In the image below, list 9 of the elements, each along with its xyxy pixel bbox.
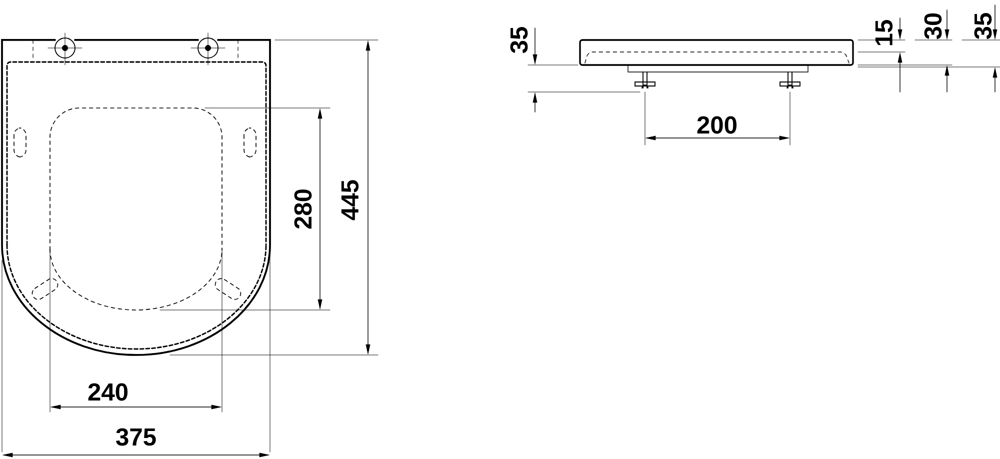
dimension-label: 200 xyxy=(697,116,737,134)
dimension-label: 375 xyxy=(116,428,156,446)
dimension-label: 240 xyxy=(88,383,128,401)
dimension-label: 15 xyxy=(875,20,893,46)
dimension-label: 35 xyxy=(974,13,992,40)
dimension-label: 35 xyxy=(510,27,528,54)
dimension-label: 445 xyxy=(341,180,359,220)
dimension-label: 30 xyxy=(924,13,942,40)
dimension-label: 280 xyxy=(294,189,312,229)
